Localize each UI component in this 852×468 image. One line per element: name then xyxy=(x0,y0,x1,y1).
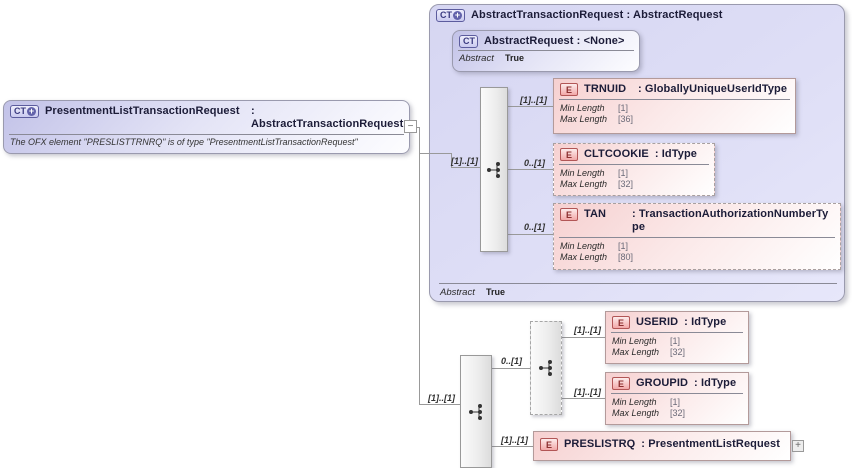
divider xyxy=(559,237,835,238)
abstract-label: Abstract xyxy=(459,53,494,64)
element-icon: E xyxy=(540,438,558,451)
element-box-cltcookie[interactable]: E CLTCOOKIE : IdType Min Length [1] Max L… xyxy=(553,143,715,196)
sequence-icon xyxy=(539,360,552,376)
cardinality-label: [1]..[1] xyxy=(574,387,601,397)
type-title: AbstractRequest : <None> xyxy=(484,35,625,47)
facet-value: [1] xyxy=(618,168,629,178)
facet-label: Max Length xyxy=(560,114,608,124)
element-name: PRESLISTRQ xyxy=(564,438,636,450)
facet-value: [32] xyxy=(670,347,686,357)
divider xyxy=(458,50,634,51)
facet-label: Max Length xyxy=(612,347,660,357)
abstract-value: True xyxy=(486,287,506,297)
element-type: : IdType xyxy=(684,316,727,328)
type-title: AbstractTransactionRequest : AbstractReq… xyxy=(471,9,723,21)
sequence-compositor-base[interactable] xyxy=(480,87,508,252)
element-box-trnuid[interactable]: E TRNUID : GloballyUniqueUserIdType Min … xyxy=(553,78,796,134)
element-icon: E xyxy=(560,208,578,221)
plus-icon: + xyxy=(27,106,36,116)
divider xyxy=(439,283,837,284)
facet-value: [1] xyxy=(618,241,629,251)
element-type: : TransactionAuthorizationNumberType xyxy=(632,208,829,233)
element-box-preslistrq[interactable]: E PRESLISTRQ : PresentmentListRequest xyxy=(533,431,791,461)
facet-value: [1] xyxy=(618,103,629,113)
abstract-label: Abstract xyxy=(440,287,475,298)
element-icon: E xyxy=(560,148,578,161)
divider xyxy=(559,164,709,165)
element-box-groupid[interactable]: E GROUPID : IdType Min Length [1] Max Len… xyxy=(605,372,749,425)
divider xyxy=(9,134,404,135)
divider xyxy=(611,393,743,394)
type-base: : AbstractTransactionRequest xyxy=(251,105,404,130)
complex-type-icon: CT+ xyxy=(10,105,39,118)
complex-type-box-presentment-list-transaction-request[interactable]: CT+ PresentmentListTransactionRequest : … xyxy=(3,100,410,154)
badge-label: CT xyxy=(463,36,475,46)
badge-label: CT xyxy=(440,10,452,20)
complex-type-icon: CT+ xyxy=(436,9,465,22)
cardinality-label: 0..[1] xyxy=(524,222,546,232)
element-box-tan[interactable]: E TAN : TransactionAuthorizationNumberTy… xyxy=(553,203,841,270)
divider xyxy=(559,99,790,100)
element-name: TAN xyxy=(584,208,607,220)
cardinality-label: [1]..[1] xyxy=(520,95,547,105)
sequence-icon xyxy=(469,403,482,420)
expand-toggle-preslistrq[interactable]: + xyxy=(792,440,804,452)
sequence-compositor-extension[interactable] xyxy=(460,355,492,468)
sequence-icon xyxy=(487,161,500,178)
facet-value: [1] xyxy=(670,397,681,407)
facet-label: Min Length xyxy=(560,168,605,178)
annotation-text: The OFX element "PRESLISTTRNRQ" is of ty… xyxy=(10,137,358,147)
cardinality-label: [1]..[1] xyxy=(501,435,528,445)
facet-label: Min Length xyxy=(612,336,657,346)
element-type: : IdType xyxy=(694,377,737,389)
facet-label: Max Length xyxy=(560,252,608,262)
facet-label: Max Length xyxy=(560,179,608,189)
element-name: TRNUID xyxy=(584,83,627,95)
element-type: : GloballyUniqueUserIdType xyxy=(638,83,788,95)
element-icon: E xyxy=(560,83,578,96)
facet-value: [32] xyxy=(618,179,634,189)
abstract-value: True xyxy=(505,53,525,63)
plus-icon: + xyxy=(453,10,462,20)
element-name: CLTCOOKIE xyxy=(584,148,649,160)
facet-value: [1] xyxy=(670,336,681,346)
element-name: GROUPID xyxy=(636,377,689,389)
cardinality-label: 0..[1] xyxy=(501,356,523,366)
type-name: PresentmentListTransactionRequest xyxy=(45,105,240,117)
element-type: : PresentmentListRequest xyxy=(641,438,781,450)
element-type: : IdType xyxy=(654,148,698,160)
sequence-compositor-optional[interactable] xyxy=(530,321,562,415)
cardinality-label: [1]..[1] xyxy=(451,156,478,166)
element-icon: E xyxy=(612,377,630,390)
collapse-toggle[interactable]: − xyxy=(404,120,417,133)
facet-label: Max Length xyxy=(612,408,660,418)
divider xyxy=(611,332,743,333)
cardinality-label: [1]..[1] xyxy=(574,325,601,335)
facet-label: Min Length xyxy=(612,397,657,407)
facet-label: Min Length xyxy=(560,103,605,113)
cardinality-label: 0..[1] xyxy=(524,158,546,168)
facet-label: Min Length xyxy=(560,241,605,251)
facet-value: [36] xyxy=(618,114,634,124)
element-name: USERID xyxy=(636,316,679,328)
badge-label: CT xyxy=(14,106,26,116)
complex-type-icon: CT xyxy=(459,35,478,48)
cardinality-label: [1]..[1] xyxy=(428,393,455,403)
element-box-userid[interactable]: E USERID : IdType Min Length [1] Max Leng… xyxy=(605,311,749,364)
facet-value: [80] xyxy=(618,252,634,262)
facet-value: [32] xyxy=(670,408,686,418)
complex-type-box-abstract-request[interactable]: CT AbstractRequest : <None> Abstract Tru… xyxy=(452,30,640,72)
element-icon: E xyxy=(612,316,630,329)
